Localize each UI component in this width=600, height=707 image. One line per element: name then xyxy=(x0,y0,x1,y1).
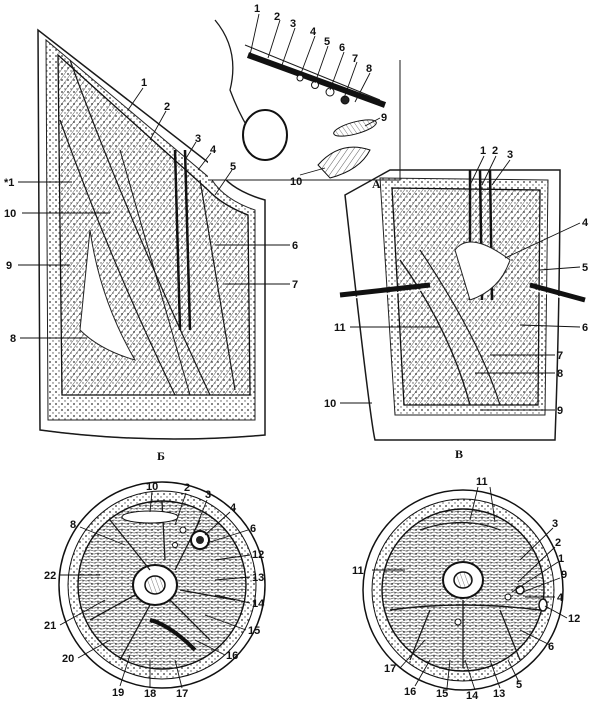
panel-a-labels: 1 2 3 4 5 6 7 8 9 10 А xyxy=(254,3,387,191)
x2-label-11-top: 11 xyxy=(476,476,488,488)
x1-label-15: 15 xyxy=(248,625,260,637)
x1-label-13: 13 xyxy=(252,572,264,584)
cross-section-1-labels: 10 2 3 4 8 6 12 22 13 14 21 15 20 16 19 … xyxy=(44,481,265,700)
panel-a-label-3: 3 xyxy=(290,18,296,30)
panel-v-label-7: 7 xyxy=(557,350,563,362)
panel-v-label-9: 9 xyxy=(557,405,563,417)
x1-label-21: 21 xyxy=(44,620,56,632)
panel-v-caption: В xyxy=(455,447,463,461)
x1-label-19: 19 xyxy=(112,687,124,699)
x1-label-14: 14 xyxy=(252,598,265,610)
x2-label-15: 15 xyxy=(436,688,448,700)
x2-label-6: 6 xyxy=(548,641,554,653)
x1-label-20: 20 xyxy=(62,653,74,665)
x1-label-6: 6 xyxy=(250,523,256,535)
panel-v-label-6: 6 xyxy=(582,322,588,334)
x1-label-8: 8 xyxy=(70,519,76,531)
x1-label-16: 16 xyxy=(226,650,238,662)
panel-a-label-8: 8 xyxy=(366,63,372,75)
x1-label-4: 4 xyxy=(230,502,237,514)
leader-lines xyxy=(18,13,581,691)
panel-b-label-10: 10 xyxy=(4,208,16,220)
panel-b-label-5: 5 xyxy=(230,161,236,173)
panel-b-labels: *1 1 2 3 4 5 6 7 8 9 10 Б xyxy=(4,77,298,463)
x2-label-9: 9 xyxy=(561,569,567,581)
x1-label-22: 22 xyxy=(44,570,56,582)
panel-b-caption: Б xyxy=(157,449,165,463)
panel-b-label-8: 8 xyxy=(10,333,16,345)
panel-v-label-1: 1 xyxy=(480,145,486,157)
panel-a-label-1: 1 xyxy=(254,3,260,15)
panel-b-label-7: 7 xyxy=(292,279,298,291)
panel-v-label-3: 3 xyxy=(507,149,513,161)
x2-label-17: 17 xyxy=(384,663,396,675)
panel-v-label-8: 8 xyxy=(557,368,563,380)
panel-b-label-2: 2 xyxy=(164,101,170,113)
x2-label-1: 1 xyxy=(558,553,564,565)
panel-b-label-3: 3 xyxy=(195,133,201,145)
x2-label-5: 5 xyxy=(516,679,522,691)
x1-label-10: 10 xyxy=(146,481,158,493)
panel-a-illustration xyxy=(208,10,401,181)
panel-v-label-5: 5 xyxy=(582,262,588,274)
panel-b-label-9: 9 xyxy=(6,260,12,272)
x2-label-11-left: 11 xyxy=(352,565,364,577)
x2-label-4: 4 xyxy=(557,592,564,604)
panel-a-label-9: 9 xyxy=(381,112,387,124)
panel-a-label-4: 4 xyxy=(310,26,317,38)
x1-label-17: 17 xyxy=(176,688,188,700)
panel-v-label-2: 2 xyxy=(492,145,498,157)
panel-v-label-10: 10 xyxy=(324,398,336,410)
x2-label-3: 3 xyxy=(552,518,558,530)
x1-label-3: 3 xyxy=(205,489,211,501)
cross-section-2 xyxy=(362,489,564,691)
x1-label-18: 18 xyxy=(144,688,156,700)
panel-v-illustration xyxy=(339,169,586,441)
panel-a-label-7: 7 xyxy=(352,53,358,65)
panel-b-label-4: 4 xyxy=(210,144,217,156)
x2-label-12: 12 xyxy=(568,613,580,625)
panel-v-labels: 1 2 3 4 5 6 7 8 9 10 11 В xyxy=(324,145,589,461)
panel-b-label-6: 6 xyxy=(292,240,298,252)
panel-v-label-11: 11 xyxy=(334,322,346,334)
x1-label-12: 12 xyxy=(252,549,264,561)
panel-v-label-4: 4 xyxy=(582,217,589,229)
panel-a-label-5: 5 xyxy=(324,36,330,48)
x2-label-14: 14 xyxy=(466,690,479,702)
cross-section-2-labels: 11 3 2 1 9 11 4 12 17 6 16 15 14 13 5 xyxy=(352,476,580,702)
panel-a-caption: А xyxy=(372,177,381,191)
panel-b-illustration xyxy=(37,28,266,440)
panel-b-label-1: 1 xyxy=(141,77,147,89)
panel-a-label-10: 10 xyxy=(290,176,302,188)
panel-a-label-2: 2 xyxy=(274,11,280,23)
x2-label-13: 13 xyxy=(493,688,505,700)
x2-label-16: 16 xyxy=(404,686,416,698)
x1-label-2: 2 xyxy=(184,482,190,494)
panel-a-label-6: 6 xyxy=(339,42,345,54)
x2-label-2: 2 xyxy=(555,537,561,549)
panel-b-label-star1: *1 xyxy=(4,177,14,189)
